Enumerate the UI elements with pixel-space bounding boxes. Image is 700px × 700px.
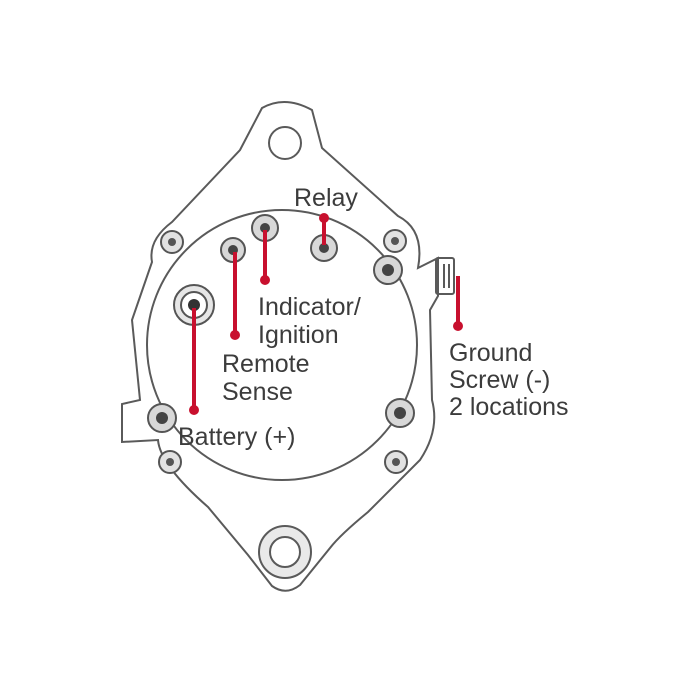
screw-right-lower: [385, 398, 415, 428]
top-mount-hole: [268, 126, 302, 160]
label-battery: Battery (+): [178, 423, 296, 451]
label-indicator-line2: Ignition: [258, 321, 339, 349]
ground-connector: [435, 257, 455, 295]
label-indicator-line1: Indicator/: [258, 293, 361, 321]
screw-bottom-right: [384, 450, 408, 474]
label-remote-line2: Sense: [222, 378, 293, 406]
terminal-indicator: [251, 214, 279, 242]
label-remote-line1: Remote: [222, 350, 310, 378]
label-ground-line1: Ground: [449, 339, 533, 367]
end-plate: [146, 209, 418, 481]
bottom-mount-hole: [258, 525, 312, 579]
screw-top-left: [160, 230, 184, 254]
label-relay: Relay: [294, 184, 358, 212]
screw-bottom-left: [158, 450, 182, 474]
terminal-battery-output: [147, 403, 177, 433]
screw-right-upper: [373, 255, 403, 285]
alternator-housing: [121, 101, 439, 592]
label-ground-line2: Screw (-): [449, 366, 551, 394]
label-ground-line3: 2 locations: [449, 393, 569, 421]
terminal-relay: [310, 234, 338, 262]
screw-top-right: [383, 229, 407, 253]
